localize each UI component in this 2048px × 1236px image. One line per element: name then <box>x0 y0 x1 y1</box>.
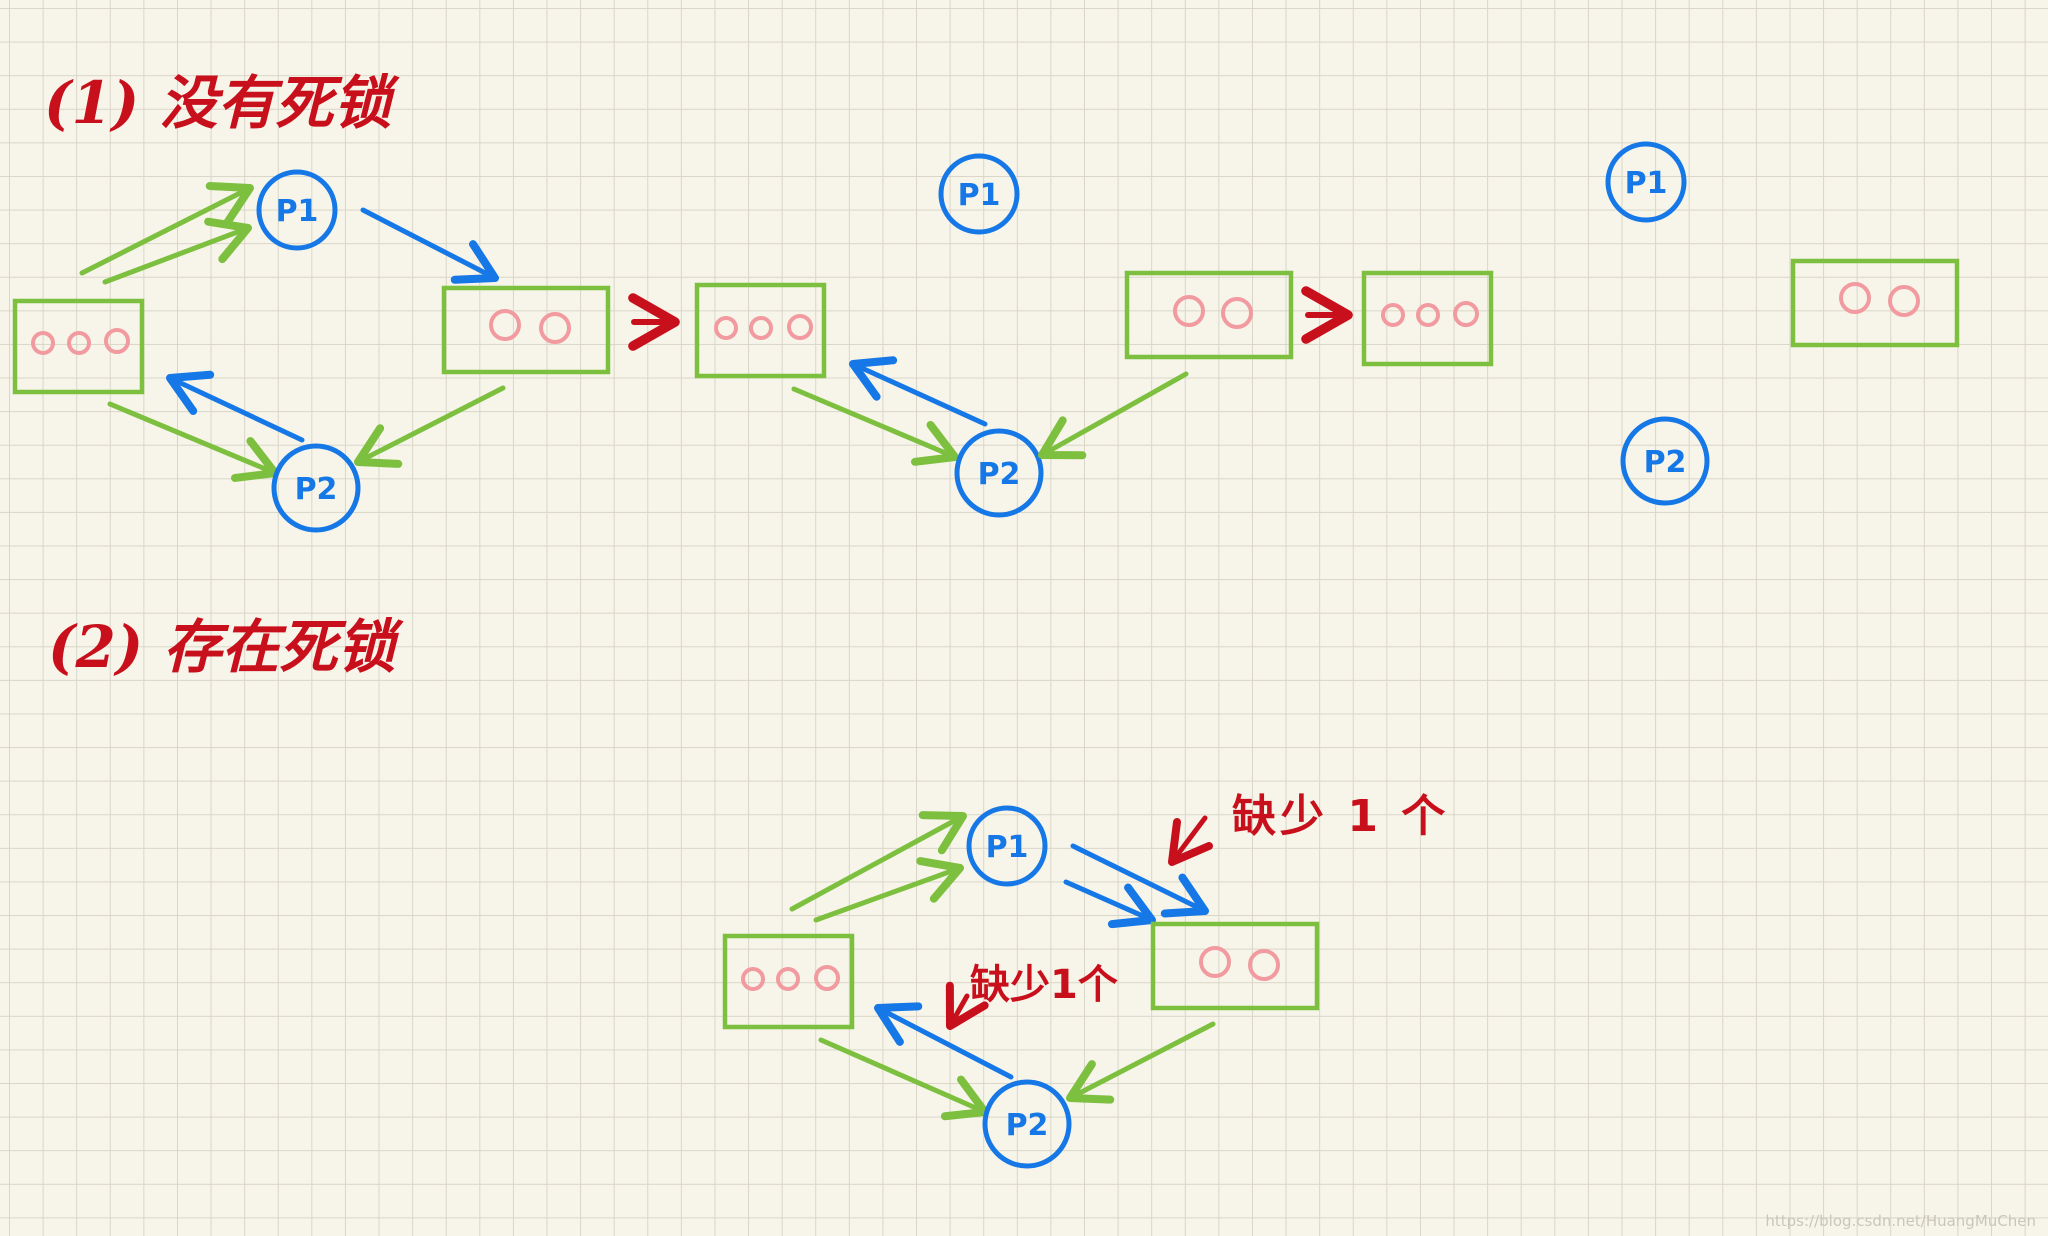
process-p2 <box>271 443 361 533</box>
deadlock-graph: P1 P2 <box>722 805 1320 1169</box>
heading-deadlock: (2) 存在死锁 <box>48 613 396 681</box>
annotation-arrow-p2 <box>945 981 989 1030</box>
assignment-edge-r1-p2 <box>107 401 279 482</box>
request-edge-p1-r2 <box>360 207 499 284</box>
resource-box-r2 <box>1790 258 1960 348</box>
request-edge-p1-r2-a <box>1070 843 1209 918</box>
process-p2-label: P2 <box>295 472 338 507</box>
resource-instance <box>714 316 738 340</box>
resource-box-r1 <box>722 933 855 1030</box>
process-p1 <box>256 169 338 251</box>
stage-1-graph: P1 P2 <box>12 169 611 533</box>
stage-4-graph: P1 P2 <box>1605 141 1960 506</box>
assignment-edge-r2-p2 <box>1038 371 1189 460</box>
resource-instance <box>539 312 571 344</box>
process-p1 <box>1605 141 1687 223</box>
resource-instance <box>787 314 813 340</box>
process-p1-label: P1 <box>986 830 1029 865</box>
assignment-edge-r1-p1-a <box>789 811 967 912</box>
assignment-edge-r1-p1-b <box>102 217 252 285</box>
resource-instance <box>749 316 773 340</box>
assignment-edge-r1-p2 <box>791 386 959 466</box>
resource-instance <box>741 967 765 991</box>
resource-instance <box>104 328 130 354</box>
request-edge-p2-r1 <box>874 1002 1014 1080</box>
resource-instance <box>1381 303 1405 327</box>
resource-instance <box>1221 297 1253 329</box>
resource-instance <box>489 309 521 341</box>
stage-3-graph <box>1361 270 1494 367</box>
annotation-arrow-p1 <box>1168 815 1213 866</box>
process-p2 <box>982 1079 1072 1169</box>
resource-box-r1 <box>694 282 827 379</box>
process-p1-label: P1 <box>276 194 319 229</box>
process-p2-label: P2 <box>1644 445 1687 480</box>
assignment-edge-r1-p1-a <box>79 181 254 276</box>
process-p1 <box>938 153 1020 235</box>
resource-instance <box>1199 946 1231 978</box>
watermark: https://blog.csdn.net/HuangMuChen <box>1765 1212 2036 1230</box>
process-p1-label: P1 <box>1625 166 1668 201</box>
process-p1-label: P1 <box>958 178 1001 213</box>
request-edge-p1-r2-b <box>1063 879 1156 929</box>
request-edge-p2-r1 <box>166 370 305 443</box>
assignment-edge-r1-p2 <box>818 1037 989 1121</box>
heading-no-deadlock: (1) 没有死锁 <box>44 69 392 137</box>
process-p2 <box>1620 416 1710 506</box>
resource-instance <box>776 967 800 991</box>
assignment-edge-r1-p1-b <box>813 857 964 923</box>
process-p1 <box>966 805 1048 887</box>
resource-box-r1 <box>12 298 145 395</box>
resource-instance <box>1888 285 1920 317</box>
resource-instance <box>1248 949 1280 981</box>
resource-instance <box>1416 303 1440 327</box>
annotation-missing-one-p2: 缺少1个 <box>970 962 1118 1008</box>
process-p2-label: P2 <box>978 457 1021 492</box>
annotation-missing-one-p1: 缺少 1 个 <box>1232 791 1450 842</box>
resource-box-r2 <box>1150 921 1320 1011</box>
resource-instance <box>67 331 91 355</box>
request-edge-p2-r1 <box>849 356 988 427</box>
stage-2-graph: P1 P2 <box>694 153 1294 518</box>
resource-instance <box>814 965 840 991</box>
assignment-edge-r2-p2 <box>1066 1021 1216 1104</box>
resource-instance <box>1453 301 1479 327</box>
process-p2 <box>954 428 1044 518</box>
resource-instance <box>1173 295 1205 327</box>
resource-instance <box>1839 282 1871 314</box>
resource-box-r2 <box>1124 270 1294 360</box>
resource-box-r1 <box>1361 270 1494 367</box>
resource-instance <box>31 331 55 355</box>
assignment-edge-r2-p2 <box>354 385 506 468</box>
process-p2-label: P2 <box>1006 1108 1049 1143</box>
resource-box-r2 <box>441 285 611 375</box>
